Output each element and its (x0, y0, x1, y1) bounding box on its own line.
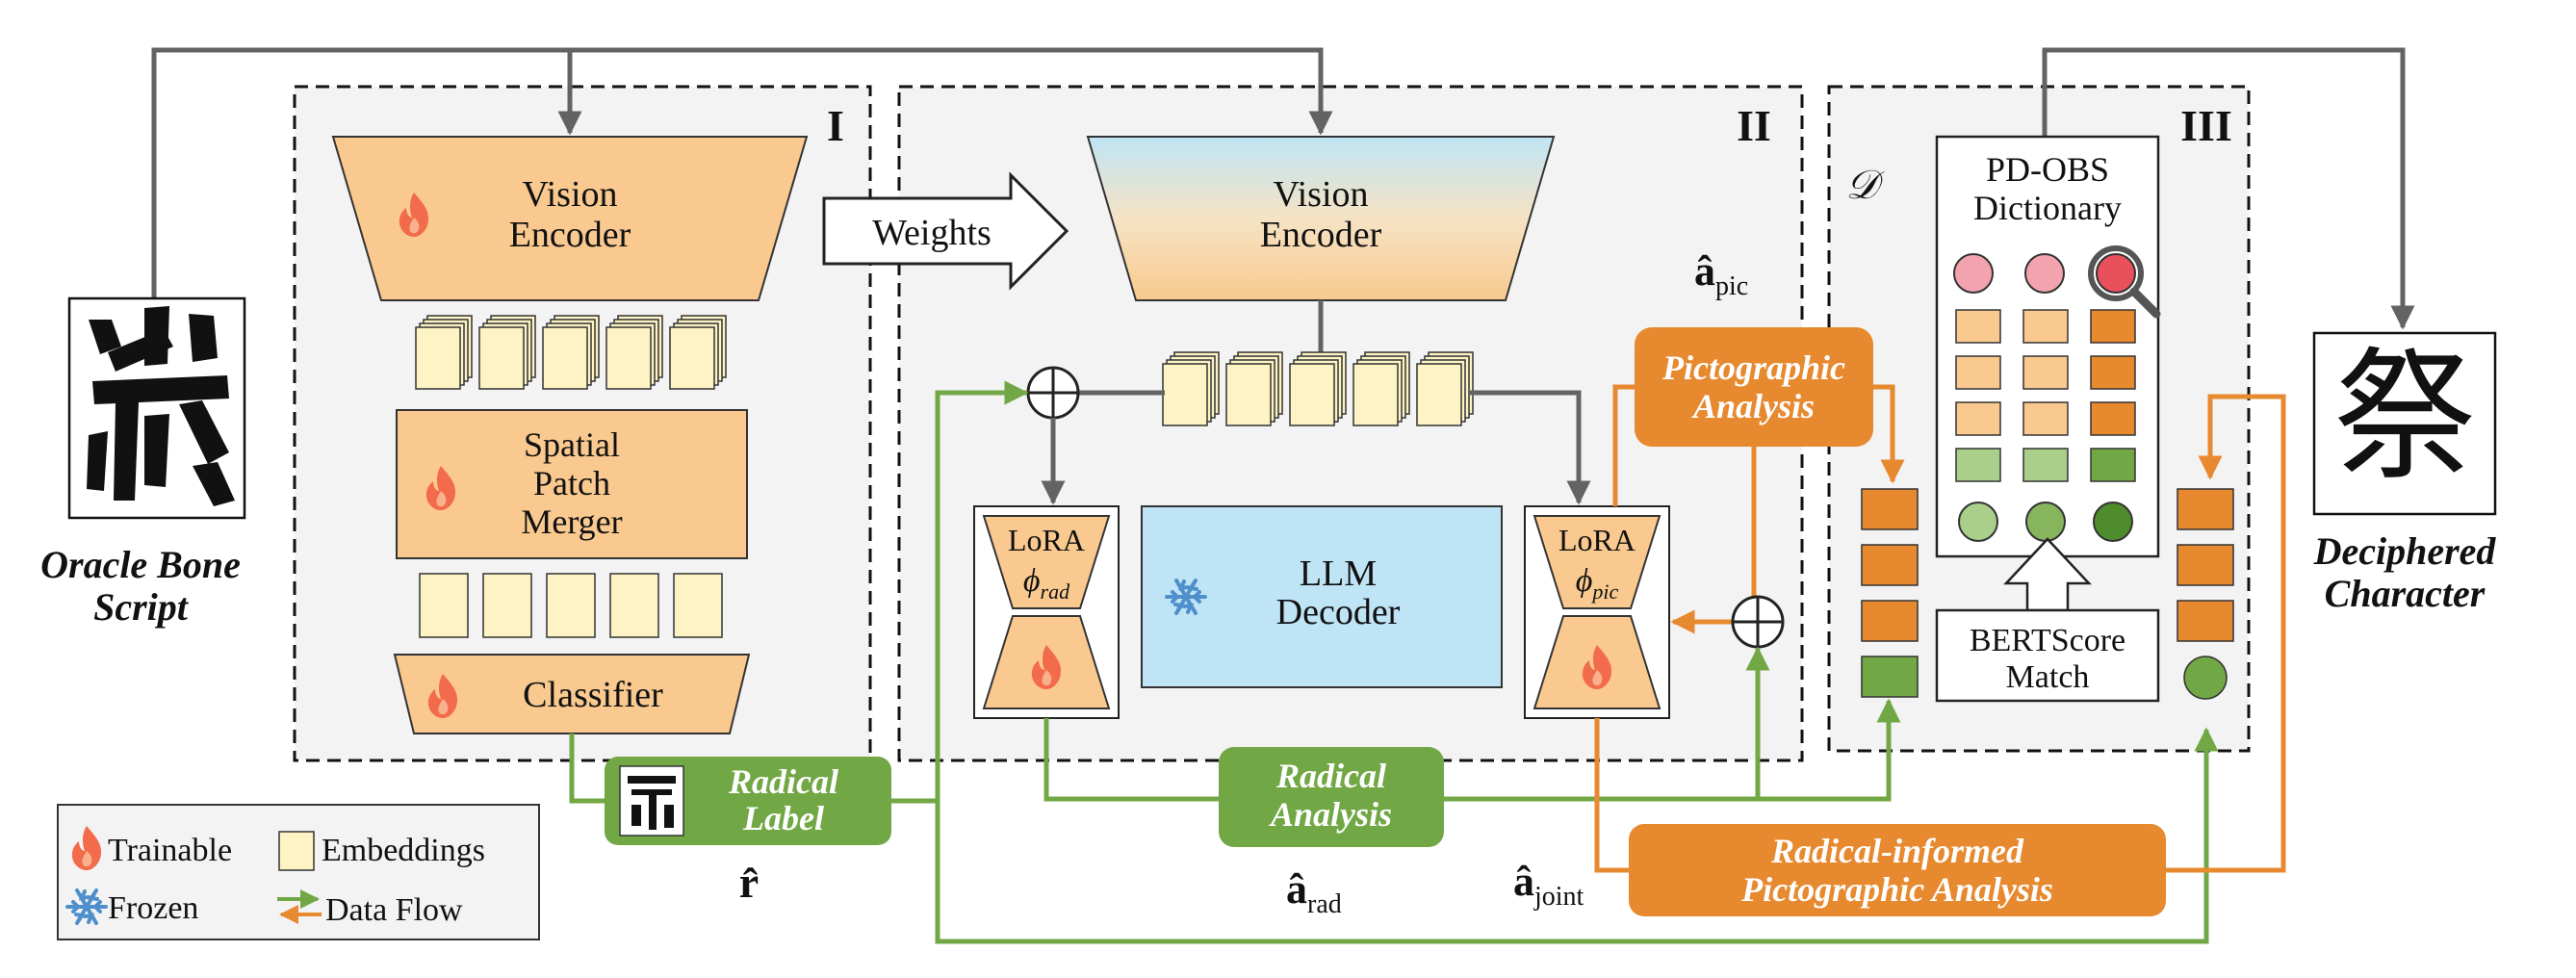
lora-pic-symbol: ϕpic (1576, 563, 1619, 604)
spatial-patch-merger (396, 409, 748, 559)
pictographic-to-candidates-arrow (1873, 384, 1905, 484)
embedding-stack-6 (1162, 351, 1220, 426)
oracle-bone-image (67, 296, 246, 520)
dictionary-key-1 (1953, 253, 1994, 294)
llm-decoder-line1: LLM (1300, 553, 1377, 594)
embedding-stack-7 (1225, 351, 1283, 426)
radical-analysis-line1: Radical (1275, 757, 1386, 795)
merged-embedding-1 (419, 573, 469, 638)
radical-informed-line1: Radical-informed (1770, 832, 2024, 870)
vision-encoder-2 (1086, 136, 1556, 301)
embedding-stack-8 (1289, 351, 1347, 426)
classifier-to-radical-label-line (569, 734, 612, 804)
merged-embedding-5 (673, 573, 723, 638)
add-operator-right (1731, 595, 1785, 649)
joint-analysis-to-candidates-arrow (2166, 394, 2286, 873)
llm-decoder-line2: Decoder (1276, 592, 1401, 632)
lora-rad-to-radical-analysis-line (1043, 718, 1219, 802)
radical-label-to-plus-arrow (891, 380, 1029, 804)
deciphered-character: 祭 (2333, 340, 2476, 498)
merged-embedding-4 (609, 573, 659, 638)
a-rad-label: ârad (1286, 865, 1342, 919)
pictographic-analysis-box (1635, 327, 1873, 447)
deciphered-caption-line1: Deciphered (2313, 529, 2497, 573)
panel-3-numeral: III (2180, 101, 2232, 150)
radical-label-to-output-arrow (935, 727, 2219, 944)
vision-encoder-1 (331, 136, 809, 301)
embedding-stack-10 (1416, 351, 1474, 426)
add-operator-left (1026, 366, 1080, 420)
embedding-stack-4 (605, 315, 663, 390)
lora-rad-down-projection (982, 515, 1111, 609)
panel-1-numeral: I (827, 101, 844, 150)
r-hat-label: r̂ (739, 858, 759, 907)
embedding-stack-5 (669, 315, 727, 390)
spatial-patch-merger-line2: Patch (533, 464, 610, 502)
legend-embedding-swatch (278, 831, 315, 871)
vision-encoder-1-label-line1: Vision (522, 174, 617, 215)
merged-embedding-3 (546, 573, 596, 638)
radical-label-line2: Label (742, 799, 824, 837)
radical-informed-line2: Pictographic Analysis (1740, 870, 2053, 909)
classifier-label: Classifier (523, 675, 663, 715)
query-candidate-right (2177, 488, 2234, 700)
embedding-stack-9 (1352, 351, 1410, 426)
pd-obs-dictionary (1935, 135, 2160, 558)
weights-arrow (822, 171, 1069, 291)
pictographic-analysis-line2: Analysis (1691, 387, 1815, 425)
radical-analysis-to-candidates-arrow (1758, 698, 1901, 802)
radical-glyph-icon (628, 776, 676, 830)
vision-encoder-2-label-line2: Encoder (1260, 215, 1382, 255)
lora-rad-symbol: ϕrad (1023, 563, 1070, 604)
lora-pic-down-projection (1533, 515, 1662, 609)
bertscore-match-box (1935, 608, 2160, 703)
lora-pic-to-pictographic-line (1612, 384, 1635, 506)
radical-analysis-box (1219, 747, 1444, 847)
dictionary-entries (1955, 309, 2136, 542)
lora-rad-title: LoRA (1008, 523, 1085, 557)
deciphered-character-box (2312, 331, 2497, 516)
dictionary-key-3 (2096, 253, 2136, 294)
legend-data-flow-label: Data Flow (325, 892, 463, 928)
vision-encoder-2-label-line1: Vision (1273, 174, 1368, 215)
dictionary-key-2 (2024, 253, 2065, 294)
spatial-patch-merger-line1: Spatial (524, 425, 620, 464)
bertscore-line2: Match (2006, 659, 2090, 695)
legend-trainable-label: Trainable (108, 833, 232, 868)
input-to-vision-encoder-2-arrow (151, 47, 1333, 298)
legend-embeddings-label: Embeddings (322, 833, 485, 868)
vision-encoder-1-label-line2: Encoder (509, 215, 631, 255)
radical-label-line1: Radical (728, 762, 838, 801)
embeddings-to-lora-pic-arrow (1469, 390, 1591, 505)
magnifier-icon (2088, 245, 2161, 319)
embedding-stack-1 (415, 315, 473, 390)
bertscore-line1: BERTScore (1970, 623, 2125, 658)
oracle-bone-caption-line1: Oracle Bone (40, 543, 241, 586)
dictionary-title-line1: PD-OBS (1986, 150, 2109, 189)
weights-label: Weights (872, 213, 992, 253)
lora-pic-to-joint-analysis-line (1594, 718, 1629, 873)
dictionary-title-line2: Dictionary (1973, 189, 2122, 227)
a-pic-label: âpic (1694, 247, 1748, 301)
classifier (393, 654, 751, 734)
oracle-bone-caption-line2: Script (93, 585, 190, 629)
embedding-stack-2 (478, 315, 536, 390)
legend (57, 804, 540, 940)
panel-2-numeral: II (1737, 101, 1771, 150)
merged-embedding-2 (482, 573, 532, 638)
legend-data-flow-arrows (277, 889, 322, 924)
radical-analysis-line2: Analysis (1269, 795, 1392, 834)
deciphered-caption-line2: Character (2325, 572, 2486, 615)
dictionary-to-output-arrow (2042, 47, 2415, 330)
pictographic-analysis-line1: Pictographic (1662, 348, 1845, 387)
legend-frozen-label: Frozen (108, 890, 198, 926)
embedding-stack-3 (542, 315, 600, 390)
lora-pic-title: LoRA (1558, 523, 1636, 557)
radical-informed-analysis-box (1629, 824, 2166, 916)
query-candidate-left (1861, 488, 1919, 698)
a-joint-label: âjoint (1513, 858, 1584, 912)
spatial-patch-merger-line3: Merger (521, 502, 622, 541)
